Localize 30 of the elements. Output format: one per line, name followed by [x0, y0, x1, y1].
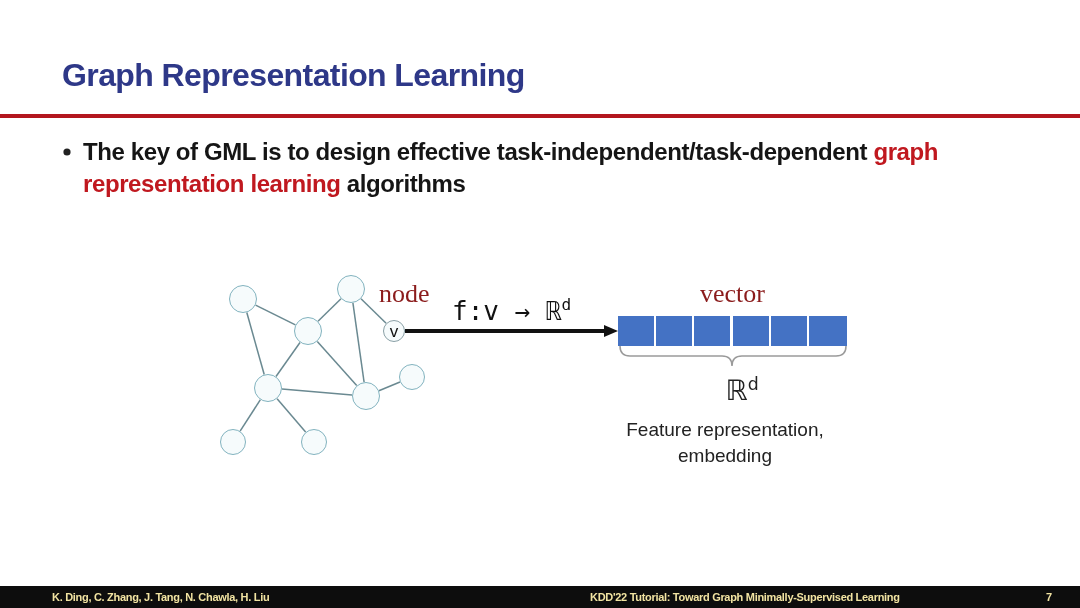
node-circle	[229, 285, 257, 313]
edge-line	[254, 304, 297, 326]
node-circle	[220, 429, 246, 455]
node-circle	[399, 364, 425, 390]
node-circle	[294, 317, 322, 345]
caption-text: Feature representation, embedding	[625, 418, 825, 468]
edge-line	[276, 397, 307, 433]
node-circle	[254, 374, 282, 402]
edge-line	[378, 381, 401, 392]
node-circle: v	[383, 320, 405, 342]
edge-line	[360, 298, 387, 325]
edge-line	[275, 341, 301, 378]
node-circle	[301, 429, 327, 455]
edge-line	[281, 388, 353, 396]
math-label: ℝ$^{d}$	[725, 374, 759, 408]
edge-line	[239, 398, 262, 432]
edge-line	[246, 311, 265, 376]
node-label: node	[379, 279, 430, 309]
bullet-text: The key of GML is to design effective task-independent/task-dependent graph representation learning algorithms	[83, 137, 940, 199]
footer-authors: K. Ding, C. Zhang, J. Tang, N. Chawla, H. Liu	[52, 590, 270, 604]
slide-title: Graph Representation Learning	[62, 56, 525, 94]
footer-title: KDD'22 Tutorial: Toward Graph Minimally-Supervised Learning	[590, 590, 900, 604]
page-number: 7	[1046, 590, 1052, 604]
node-circle	[337, 275, 365, 303]
node-heading: vector	[700, 279, 765, 309]
edge-line	[317, 298, 342, 322]
arrow	[405, 325, 618, 337]
edge-line	[316, 340, 358, 387]
node-circle	[352, 382, 380, 410]
edge-line	[352, 302, 365, 383]
